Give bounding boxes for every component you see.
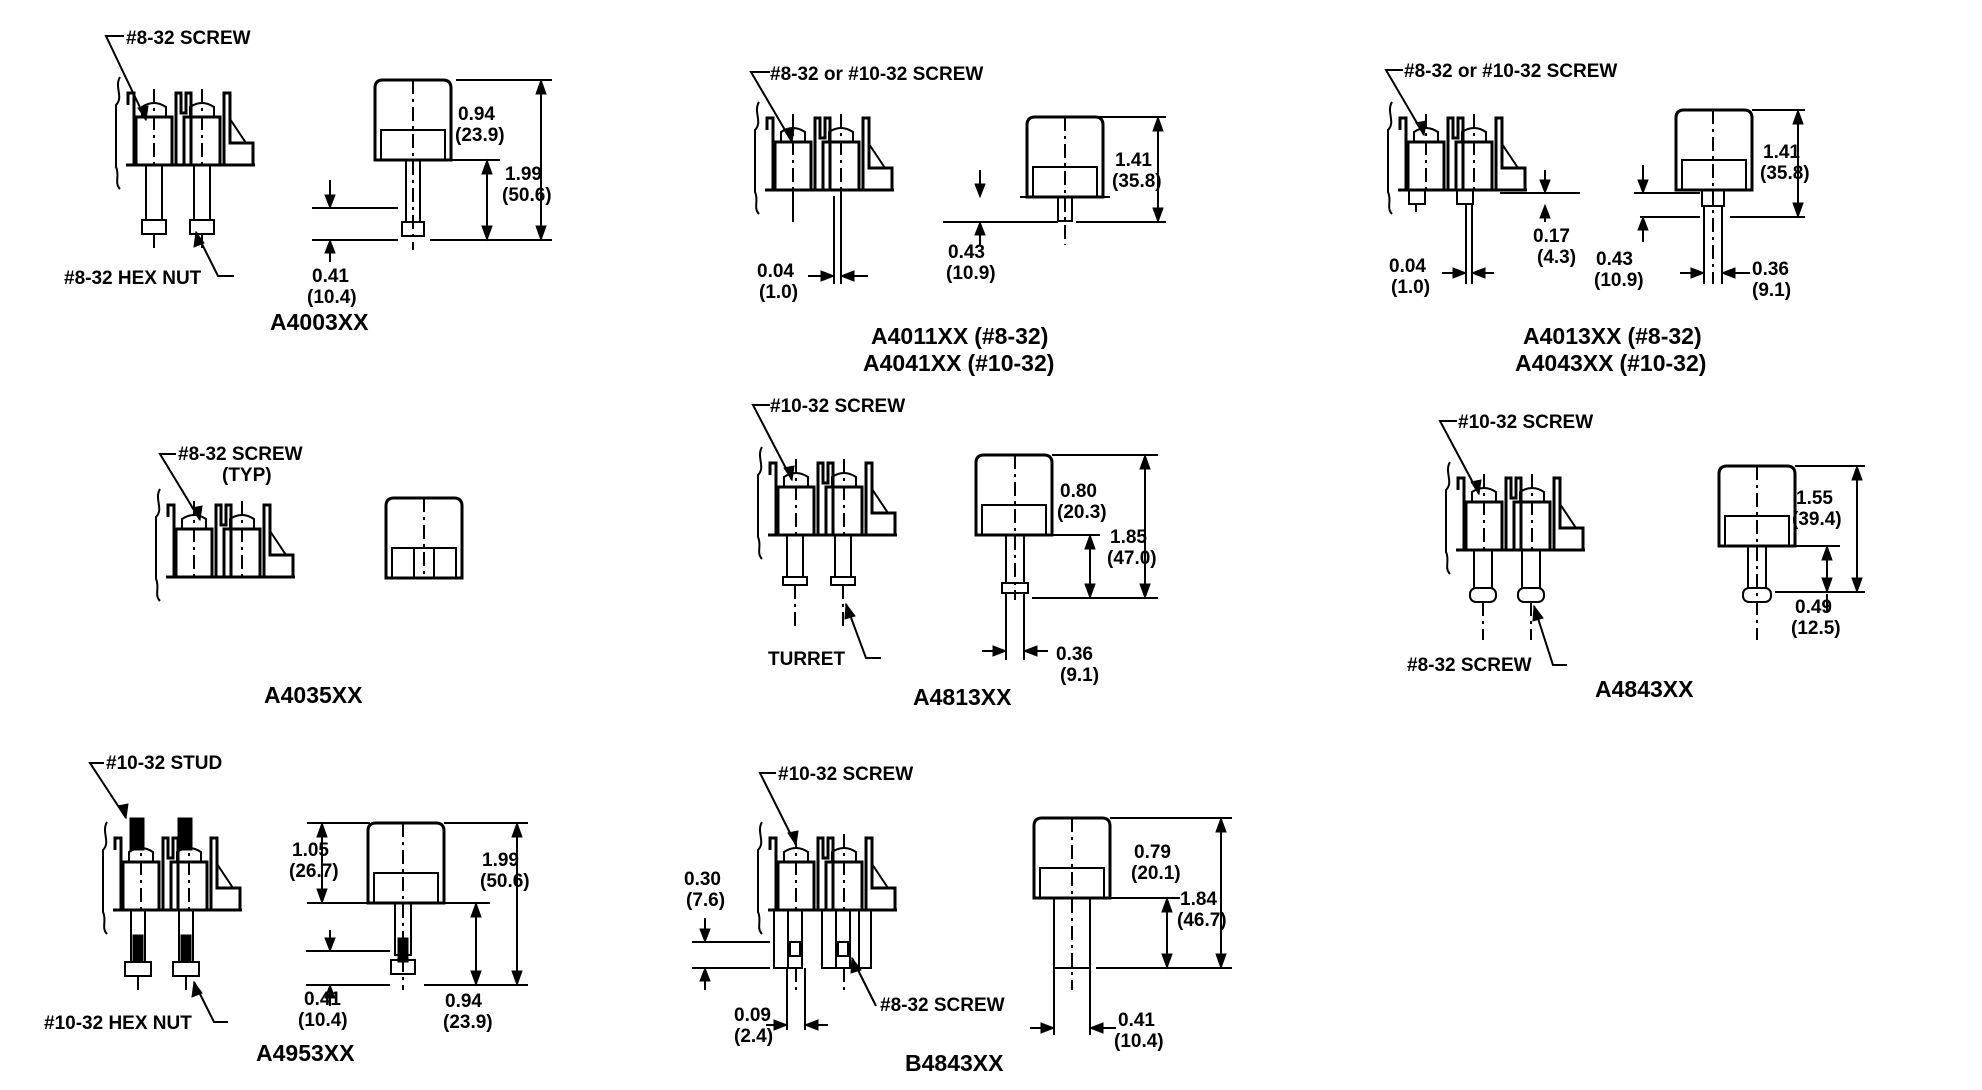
a4035-screw-label: #8-32 SCREW bbox=[178, 444, 303, 465]
part-a4013xx: #8-32 or #10-32 SCREW 1.41 (35.8) 0.17 (… bbox=[1384, 61, 1810, 376]
b4843-screw2-label: #8-32 SCREW bbox=[880, 995, 1005, 1016]
a4013-screw-label: #8-32 or #10-32 SCREW bbox=[1404, 61, 1617, 82]
a4843-caption: A4843XX bbox=[1595, 676, 1694, 702]
a4813-turret-label: TURRET bbox=[768, 649, 845, 670]
b4843-screw-label: #10-32 SCREW bbox=[778, 764, 913, 785]
b4843-dim-20.1: (20.1) bbox=[1131, 863, 1181, 884]
part-a4011xx: #8-32 or #10-32 SCREW 1.41 (35.8) 0.43 (… bbox=[749, 64, 1166, 376]
b4843-dim-10.4: (10.4) bbox=[1114, 1031, 1164, 1052]
a4953-dim-50.6: (50.6) bbox=[480, 871, 530, 892]
a4013-dim-35.8: (35.8) bbox=[1760, 163, 1810, 184]
a4813-dim-20.3: (20.3) bbox=[1057, 502, 1107, 523]
a4011-dim-0.04: 0.04 bbox=[757, 261, 794, 282]
b4843-dim-0.41: 0.41 bbox=[1118, 1010, 1155, 1031]
a4003-dim-0.94: 0.94 bbox=[458, 104, 495, 125]
a4011-dim-35.8: (35.8) bbox=[1112, 171, 1162, 192]
a4011-dim-10.9: (10.9) bbox=[946, 263, 996, 284]
a4011-screw-label: #8-32 or #10-32 SCREW bbox=[770, 64, 983, 85]
b4843-dim-0.79: 0.79 bbox=[1134, 842, 1171, 863]
b4843-dim-1.84: 1.84 bbox=[1180, 889, 1217, 910]
a4013-dim-0.04: 0.04 bbox=[1389, 256, 1426, 277]
a4953-nut-label: #10-32 HEX NUT bbox=[44, 1013, 192, 1034]
a4003-dim-1.99: 1.99 bbox=[505, 164, 542, 185]
a4813-dim-47.0: (47.0) bbox=[1107, 548, 1157, 569]
part-a4843xx: #10-32 SCREW #8-32 SCREW 1.55 (39.4) 0.4… bbox=[1407, 412, 1865, 702]
part-a4003xx: #8-32 SCREW #8-32 HEX NUT 0.94 (23.9) 1.… bbox=[64, 28, 552, 335]
a4843-dim-39.4: (39.4) bbox=[1792, 509, 1842, 530]
b4843-dim-7.6: (7.6) bbox=[686, 890, 725, 911]
a4843-dim-1.55: 1.55 bbox=[1796, 488, 1833, 509]
a4003-caption: A4003XX bbox=[270, 309, 369, 335]
a4003-nut-label: #8-32 HEX NUT bbox=[64, 268, 202, 289]
part-a4035xx: #8-32 SCREW (TYP) A4035XX bbox=[154, 444, 464, 708]
a4011-dim-0.43: 0.43 bbox=[948, 242, 985, 263]
a4953-stud-label: #10-32 STUD bbox=[106, 753, 222, 774]
a4953-dim-23.9: (23.9) bbox=[443, 1012, 493, 1033]
a4003-dim-0.41: 0.41 bbox=[312, 266, 349, 287]
a4013-dim-0.36: 0.36 bbox=[1752, 259, 1789, 280]
a4041-caption-line2: A4041XX(#10-32) bbox=[863, 350, 1054, 376]
a4013-dim-9.1: (9.1) bbox=[1752, 280, 1791, 301]
a4013-dim-0.43: 0.43 bbox=[1596, 249, 1633, 270]
a4035-typ-label: (TYP) bbox=[222, 465, 272, 486]
a4953-dim-26.7: (26.7) bbox=[289, 861, 339, 882]
a4013-dim-1.41: 1.41 bbox=[1763, 142, 1800, 163]
b4843-dim-46.7: (46.7) bbox=[1177, 910, 1227, 931]
b4843-dim-2.4: (2.4) bbox=[734, 1026, 773, 1047]
a4011-dim-1.41: 1.41 bbox=[1115, 150, 1152, 171]
a4953-dim-0.41: 0.41 bbox=[304, 989, 341, 1010]
a4843-screw-label: #10-32 SCREW bbox=[1458, 412, 1593, 433]
part-a4953xx: #10-32 STUD #10-32 HEX NUT 1.05 (26.7) 1… bbox=[44, 753, 530, 1066]
b4843-dim-0.30: 0.30 bbox=[684, 869, 721, 890]
a4843-dim-12.5: (12.5) bbox=[1791, 618, 1841, 639]
a4003-dim-50.6: (50.6) bbox=[502, 185, 552, 206]
a4003-screw-label: #8-32 SCREW bbox=[126, 28, 251, 49]
a4953-caption: A4953XX bbox=[256, 1040, 355, 1066]
a4035-caption: A4035XX bbox=[264, 682, 363, 708]
a4953-dim-0.94: 0.94 bbox=[445, 991, 482, 1012]
a4953-dim-10.4: (10.4) bbox=[298, 1010, 348, 1031]
a4813-dim-9.1: (9.1) bbox=[1060, 665, 1099, 686]
a4003-dim-23.9: (23.9) bbox=[455, 125, 505, 146]
a4813-caption: A4813XX bbox=[913, 684, 1012, 710]
a4813-screw-label: #10-32 SCREW bbox=[770, 396, 905, 417]
a4813-dim-0.36: 0.36 bbox=[1056, 644, 1093, 665]
a4013-dim-10.9: (10.9) bbox=[1594, 270, 1644, 291]
a4013-dim-4.3: (4.3) bbox=[1537, 247, 1576, 268]
part-a4813xx: #10-32 SCREW TURRET 0.80 (20.3) 1.85 (47… bbox=[751, 396, 1158, 710]
a4011-dim-1.0: (1.0) bbox=[759, 282, 798, 303]
a4953-dim-1.99: 1.99 bbox=[482, 850, 519, 871]
a4813-dim-0.80: 0.80 bbox=[1060, 481, 1097, 502]
part-b4843xx: #10-32 SCREW #8-32 SCREW 0.30 (7.6) 0.79… bbox=[684, 764, 1232, 1076]
a4013-dim-0.17: 0.17 bbox=[1533, 226, 1570, 247]
a4843-dim-0.49: 0.49 bbox=[1795, 597, 1832, 618]
a4043-caption-line2: A4043XX(#10-32) bbox=[1515, 350, 1706, 376]
a4953-dim-1.05: 1.05 bbox=[292, 840, 329, 861]
a4843-screw2-label: #8-32 SCREW bbox=[1407, 655, 1532, 676]
b4843-caption: B4843XX bbox=[905, 1050, 1004, 1076]
a4003-dim-10.4: (10.4) bbox=[307, 287, 357, 308]
a4013-dim-1.0: (1.0) bbox=[1391, 277, 1430, 298]
a4011-caption-line1: A4011XX(#8-32) bbox=[871, 323, 1048, 349]
b4843-dim-0.09: 0.09 bbox=[734, 1005, 771, 1026]
a4813-dim-1.85: 1.85 bbox=[1110, 527, 1147, 548]
a4013-caption-line1: A4013XX(#8-32) bbox=[1523, 323, 1702, 349]
